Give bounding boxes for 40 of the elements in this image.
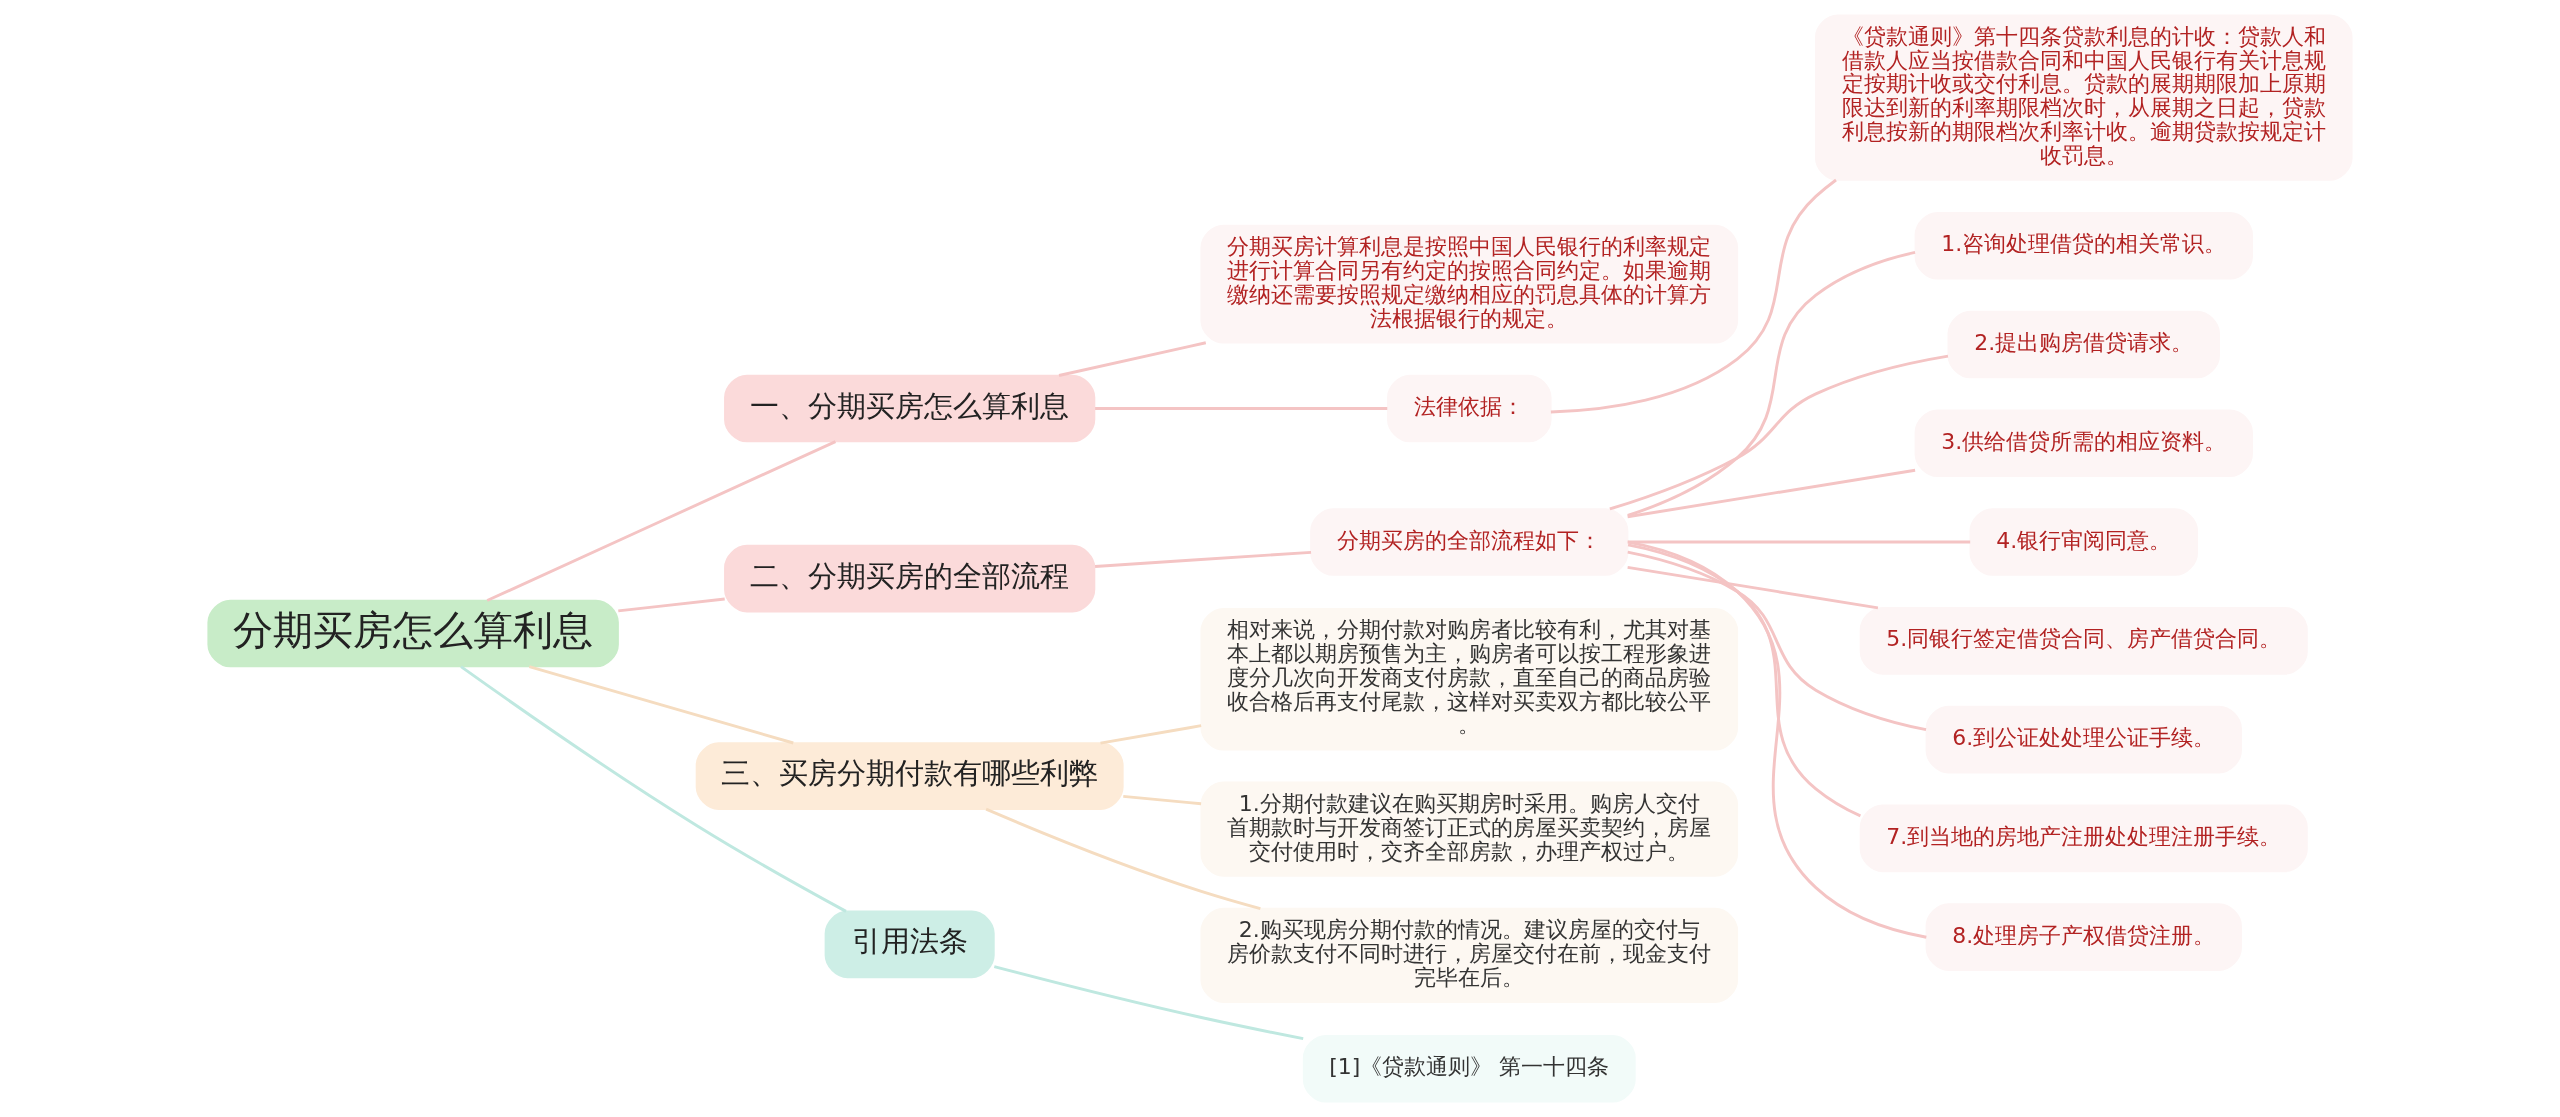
node-box: 2.购买现房分期付款的情况。建议房屋的交付与房价款支付不同时进行，房屋交付在前，现金支付完毕在后。 <box>1200 907 1739 1003</box>
connector <box>1100 724 1202 745</box>
node-box: 法律依据： <box>1387 374 1552 443</box>
node-box: 相对来说，分期付款对购房者比较有利，尤其对基本上都以期房预售为主，购房者可以按工程形象进度分几次向开发商支付房款，直至自己的商品房验收合格后再支付尾款，这样对买卖双方都比较公平。 <box>1200 607 1739 751</box>
connector <box>1627 468 1916 519</box>
node-box: 1.分期付款建议在购买期房时采用。购房人交付首期款时与开发商签订正式的房屋买卖契约，房屋交付使用时，交齐全部房款，办理产权过户。 <box>1200 781 1739 877</box>
connector <box>1550 178 1837 414</box>
connector <box>1094 550 1312 568</box>
connector <box>460 665 847 913</box>
connector <box>1627 543 1861 818</box>
node-box: 2.提出购房借贷请求。 <box>1947 310 2220 379</box>
connector <box>618 597 725 613</box>
node-box: 二、分期买房的全部流程 <box>724 544 1096 613</box>
connector <box>528 665 794 745</box>
node-box: 一、分期买房怎么算利息 <box>724 374 1096 443</box>
connector <box>1627 250 1916 517</box>
node-box: 分期买房的全部流程如下： <box>1310 508 1629 576</box>
node-box: 分期买房怎么算利息 <box>207 599 619 668</box>
node-box: 6.到公证处处理公证手续。 <box>1925 705 2242 774</box>
node-box: [1]《贷款通则》 第一十四条 <box>1302 1034 1636 1103</box>
node-box: 3.供给借贷所需的相应资料。 <box>1914 409 2253 478</box>
connector <box>1058 341 1207 377</box>
connector <box>1095 407 1388 410</box>
node-box: 1.咨询处理借贷的相关常识。 <box>1914 211 2253 280</box>
node-box: 三、买房分期付款有哪些利弊 <box>695 742 1124 810</box>
node-box: 5.同银行签定借贷合同、房产借贷合同。 <box>1859 606 2308 675</box>
connector <box>1627 565 1879 610</box>
node-box: 8.处理房子产权借贷注册。 <box>1925 903 2242 971</box>
node-box: 《贷款通则》第十四条贷款利息的计收：贷款人和借款人应当按借款合同和中国人民银行有关计息规定按期计收或交付利息。贷款的展期期限加上原期限达到新的利率期限档次时，从展期之日起，贷款利息按新的期限档次利率计收。逾期贷款按规定计收罚息。 <box>1814 14 2353 181</box>
connector <box>1627 550 1927 732</box>
connector <box>1609 354 1949 511</box>
connector <box>993 965 1304 1041</box>
node-box: 4.银行审阅同意。 <box>1969 508 2199 576</box>
node-box: 分期买房计算利息是按照中国人民银行的利率规定进行计算合同另有约定的按照合同约定。如果逾期缴纳还需要按照规定缴纳相应的罚息具体的计算方法根据银行的规定。 <box>1200 224 1739 344</box>
node-box: 7.到当地的房地产注册处处理注册手续。 <box>1859 804 2308 873</box>
connector <box>486 440 837 602</box>
connector <box>1627 540 1927 939</box>
connector <box>985 807 1261 910</box>
connector <box>1123 794 1202 806</box>
node-box: 引用法条 <box>824 910 995 979</box>
